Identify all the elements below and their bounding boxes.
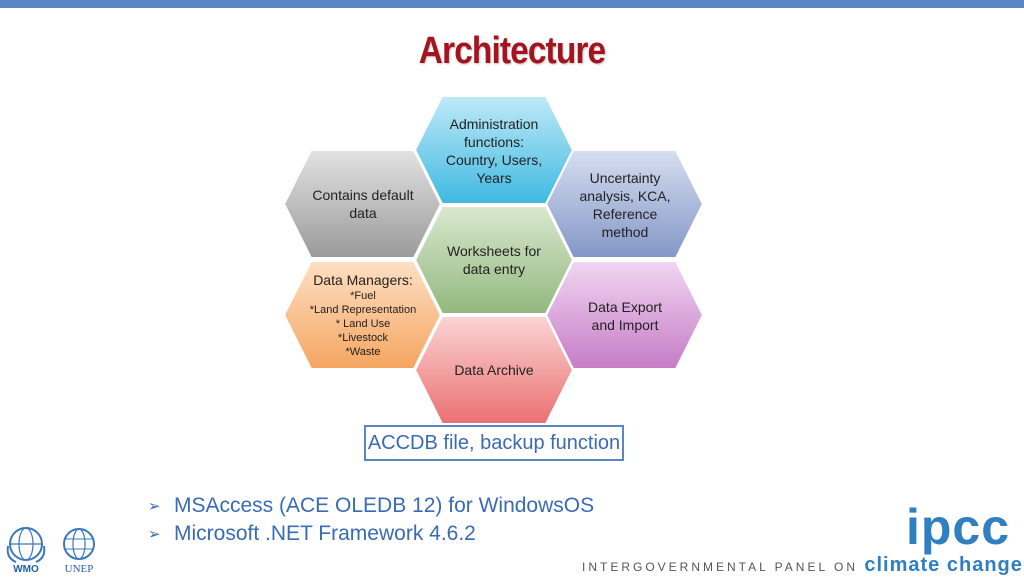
unep-logo: UNEP bbox=[63, 528, 95, 574]
ipcc-logo: ipcc bbox=[906, 499, 1011, 555]
hex-admin-label: Administration functions: Country, Users… bbox=[445, 116, 543, 186]
ipcc-tagline: INTERGOVERNMENTAL PANEL ON climate chang… bbox=[582, 554, 1023, 577]
list-item: ➢ Microsoft .NET Framework 4.6.2 bbox=[148, 520, 594, 548]
bullet-text: MSAccess (ACE OLEDB 12) for WindowsOS bbox=[174, 494, 595, 517]
bullet-list: ➢ MSAccess (ACE OLEDB 12) for WindowsOS … bbox=[148, 492, 594, 548]
wmo-logo: WMO bbox=[6, 527, 46, 574]
arrow-bullet-icon: ➢ bbox=[148, 498, 161, 515]
hex-managers-title: Data Managers: bbox=[313, 272, 413, 288]
hex-worksheets-label: Worksheets for data entry bbox=[447, 243, 541, 277]
hex-managers-item: * Land Use bbox=[335, 318, 391, 330]
hex-worksheets bbox=[413, 205, 575, 315]
unep-logo-text: UNEP bbox=[65, 563, 94, 574]
list-item: ➢ MSAccess (ACE OLEDB 12) for WindowsOS bbox=[148, 492, 594, 520]
hex-archive-label: Data Archive bbox=[454, 362, 534, 378]
hex-administration bbox=[413, 95, 575, 205]
arrow-bullet-icon: ➢ bbox=[148, 526, 161, 543]
slide-title: Architecture bbox=[418, 30, 606, 72]
hex-managers-item: *Livestock bbox=[337, 332, 389, 344]
hex-managers-item: *Fuel bbox=[350, 290, 376, 302]
hex-uncertainty-label: Uncertainty analysis, KCA, Reference met… bbox=[579, 170, 671, 240]
hex-data-archive bbox=[413, 315, 575, 425]
wmo-logo-text: WMO bbox=[13, 564, 39, 574]
hex-data-managers bbox=[282, 260, 443, 370]
hex-managers-item: *Waste bbox=[345, 346, 381, 358]
ipcc-tagline-prefix: INTERGOVERNMENTAL PANEL ON bbox=[582, 560, 859, 574]
top-accent-bar bbox=[0, 0, 1024, 8]
ipcc-tagline-suffix: climate change bbox=[864, 554, 1023, 576]
hex-managers-item: *Land Representation bbox=[309, 304, 417, 316]
accdb-callout: ACCDB file, backup function bbox=[364, 425, 624, 461]
bullet-text: Microsoft .NET Framework 4.6.2 bbox=[174, 522, 476, 545]
hex-export-label: Data Export and Import bbox=[588, 299, 662, 333]
hex-default-label: Contains default data bbox=[312, 187, 414, 221]
hex-managers-text: Data Managers: *Fuel *Land Representatio… bbox=[298, 270, 428, 360]
